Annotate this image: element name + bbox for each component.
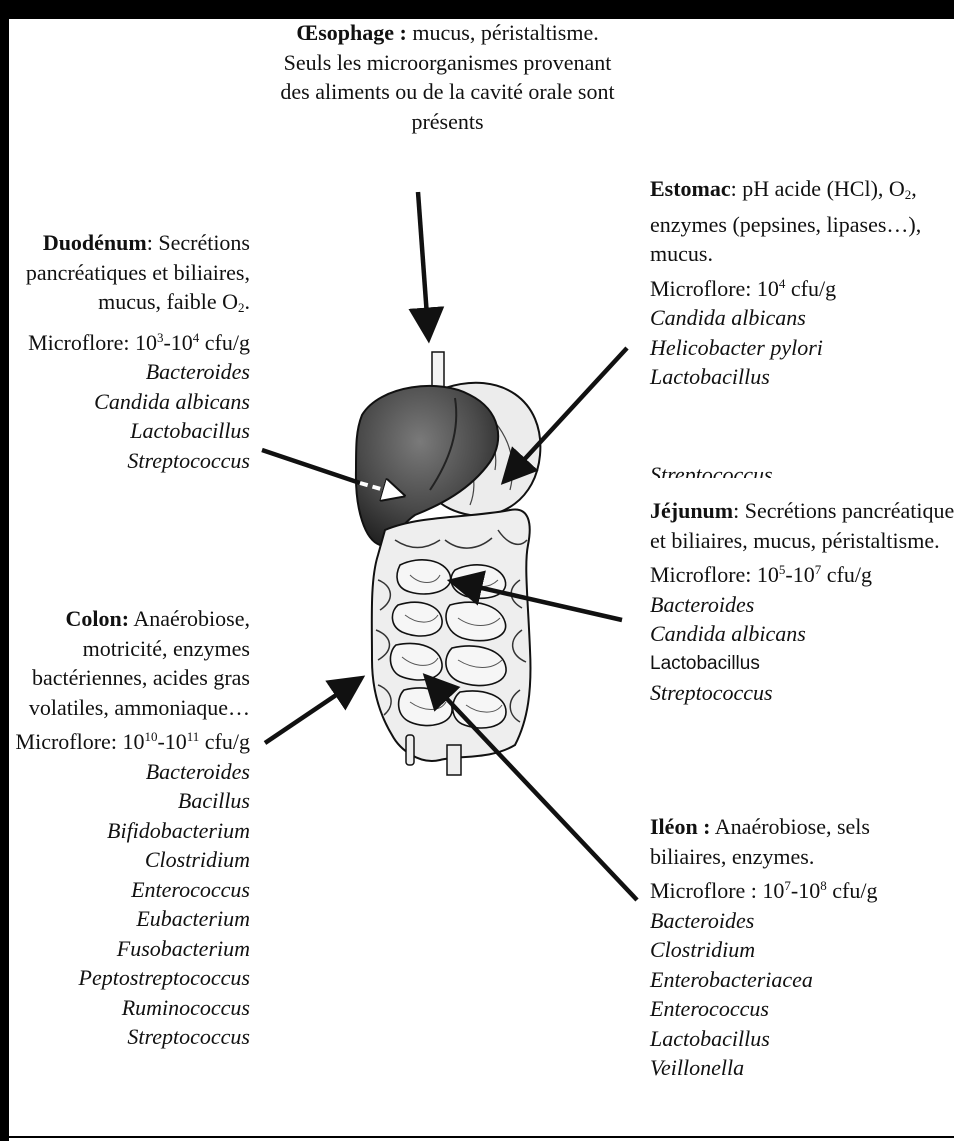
species-item: Streptococcus: [12, 1022, 250, 1052]
colon-label: Colon: Anaérobiose, motricité, enzymes b…: [12, 604, 250, 1052]
stomach-label: Estomac: pH acide (HCl), O2, enzymes (pe…: [650, 174, 950, 392]
duodenum-line1: : Secrétions: [147, 230, 250, 255]
jejunum-line2: et biliaires, mucus, péristaltisme.: [650, 526, 954, 556]
jejunum-microflora: Microflore: 105-107 cfu/g: [650, 555, 954, 590]
species-item: Helicobacter pylori: [650, 333, 950, 363]
esophagus-arrow: [418, 192, 428, 330]
species-item: Enterococcus: [650, 994, 950, 1024]
esophagus-title: Œsophage :: [296, 20, 407, 45]
species-item: Lactobacillus: [650, 1024, 950, 1054]
esophagus-line2: Seuls les microorganismes provenant: [270, 48, 625, 78]
species-item: Streptococcus: [15, 446, 250, 476]
species-item: Lactobacillus: [650, 362, 950, 392]
colon-line4: volatiles, ammoniaque…: [12, 693, 250, 723]
species-item: Lactobacillus: [15, 416, 250, 446]
jejunum-line1: : Secrétions pancréatiques: [733, 498, 954, 523]
species-item: Bacteroides: [15, 357, 250, 387]
stomach-title: Estomac: [650, 176, 731, 201]
species-item: Candida albicans: [15, 387, 250, 417]
ileum-line1: Anaérobiose, sels: [711, 814, 870, 839]
esophagus-line3: des aliments ou de la cavité orale sont: [270, 77, 625, 107]
duodenum-microflora: Microflore: 103-104 cfu/g: [15, 323, 250, 358]
species-item: Enterobacteriacea: [650, 965, 950, 995]
species-item: Ruminococcus: [12, 993, 250, 1023]
ileum-title: Iléon :: [650, 814, 711, 839]
colon-title: Colon:: [65, 606, 129, 631]
stomach-line1: : pH acide (HCl), O: [731, 176, 905, 201]
species-item: Veillonella: [650, 1053, 950, 1083]
duodenum-line3: mucus, faible O2.: [15, 287, 250, 323]
species-item: Peptostreptococcus: [12, 963, 250, 993]
colon-line3: bactériennes, acides gras: [12, 663, 250, 693]
duodenum-line2: pancréatiques et biliaires,: [15, 258, 250, 288]
colon-line2: motricité, enzymes: [12, 634, 250, 664]
species-item: Candida albicans: [650, 303, 950, 333]
duodenum-label: Duodénum: Secrétions pancréatiques et bi…: [15, 228, 250, 475]
stomach-line3: mucus.: [650, 239, 950, 269]
esophagus-label: Œsophage : mucus, péristaltisme. Seuls l…: [270, 18, 625, 136]
species-item: Bacteroides: [650, 590, 954, 620]
jejunum-title: Jéjunum: [650, 498, 733, 523]
colon-microflora: Microflore: 1010-1011 cfu/g: [12, 722, 250, 757]
species-item: Clostridium: [12, 845, 250, 875]
esophagus-line4: présents: [270, 107, 625, 137]
species-item: Bacillus: [12, 786, 250, 816]
colon-arrow: [265, 683, 354, 743]
species-item: Lactobacillus: [650, 649, 954, 679]
species-item: Bifidobacterium: [12, 816, 250, 846]
species-item: Fusobacterium: [12, 934, 250, 964]
species-item: Eubacterium: [12, 904, 250, 934]
esophagus-line1: mucus, péristaltisme.: [407, 20, 599, 45]
species-item: Streptococcus: [650, 460, 950, 478]
colon-organ: [372, 509, 531, 775]
duodenum-title: Duodénum: [43, 230, 147, 255]
jejunum-label: Jéjunum: Secrétions pancréatiques et bil…: [650, 496, 954, 708]
duodenum-arrow: [262, 450, 360, 483]
species-item: Bacteroides: [650, 906, 950, 936]
ileum-microflora: Microflore : 107-108 cfu/g: [650, 871, 950, 906]
ileum-label: Iléon : Anaérobiose, sels biliaires, enz…: [650, 812, 950, 1083]
stomach-species-clipped: Streptococcus: [650, 458, 950, 478]
species-item: Clostridium: [650, 935, 950, 965]
stomach-microflora: Microflore: 104 cfu/g: [650, 269, 950, 304]
stomach-line1-end: ,: [911, 176, 917, 201]
colon-line1: Anaérobiose,: [129, 606, 250, 631]
species-item: Streptococcus: [650, 678, 954, 708]
species-item: Candida albicans: [650, 619, 954, 649]
species-item: Enterococcus: [12, 875, 250, 905]
ileum-line2: biliaires, enzymes.: [650, 842, 950, 872]
species-item: Bacteroides: [12, 757, 250, 787]
ileum-arrow: [432, 683, 637, 900]
stomach-line2: enzymes (pepsines, lipases…),: [650, 210, 950, 240]
